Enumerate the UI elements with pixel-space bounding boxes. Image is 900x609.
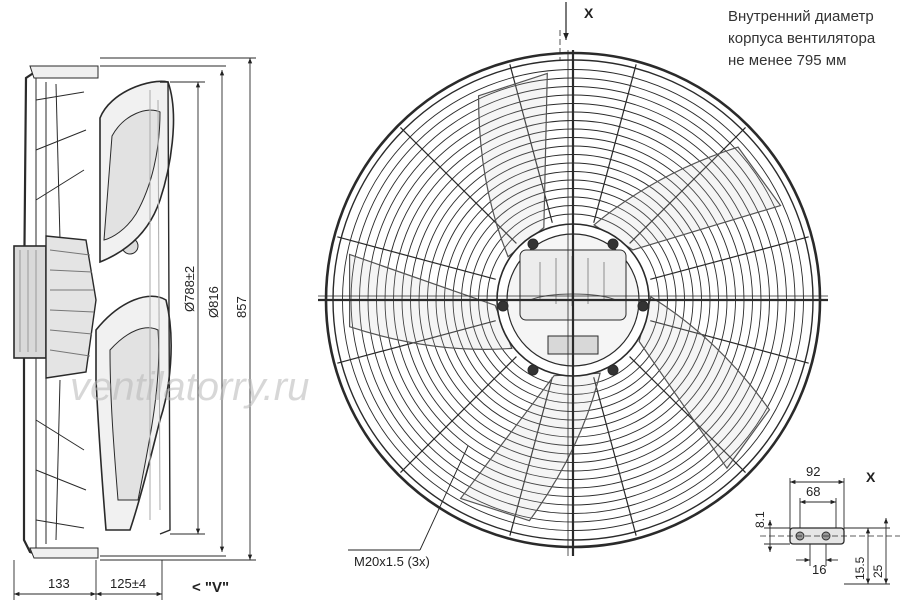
hub-bolt	[607, 238, 619, 250]
dim-133: 133	[48, 576, 70, 591]
note-line-2: корпуса вентилятора	[728, 30, 876, 47]
impeller-blade	[348, 253, 513, 350]
hub-bolt	[607, 364, 619, 376]
dim-816: Ø816	[206, 286, 221, 318]
dim-68: 68	[806, 484, 820, 499]
hub-bolt	[527, 238, 539, 250]
guard-strut	[337, 236, 496, 280]
side-view	[13, 65, 175, 559]
guard-strut	[593, 64, 637, 223]
guard-struts	[337, 64, 809, 536]
impeller-blade	[477, 72, 548, 258]
guard-strut	[650, 236, 809, 280]
dim-25: 25	[871, 564, 885, 578]
view-v-label: < "V"	[192, 579, 229, 596]
guard-strut	[629, 356, 746, 473]
dim-857: 857	[234, 296, 249, 318]
dim-8-1: 8.1	[753, 511, 767, 528]
guard-strut	[337, 320, 496, 364]
hub-bolt	[637, 300, 649, 312]
view-x-label-detail: X	[866, 469, 876, 485]
guard-strut	[509, 64, 553, 223]
hub-bolt	[527, 364, 539, 376]
thread-label: M20x1.5 (3x)	[354, 554, 430, 569]
impeller-blade	[638, 295, 771, 470]
hub-bolt	[497, 300, 509, 312]
guard-strut	[593, 377, 637, 536]
watermark: ventilatorry.ru	[70, 365, 309, 409]
note-line-3: не менее 795 мм	[728, 52, 847, 69]
dim-788: Ø788±2	[182, 266, 197, 312]
note-line-1: Внутренний диаметр	[728, 8, 874, 25]
thread-leader	[419, 445, 469, 551]
front-view	[318, 30, 828, 556]
motor-rotor	[13, 245, 47, 359]
dim-15-5: 15.5	[853, 556, 867, 580]
detail-x	[760, 478, 900, 585]
motor-hub	[45, 235, 97, 379]
side-view-dimensions	[13, 57, 256, 600]
guard-strut	[400, 356, 517, 473]
housing-diameter-note: Внутренний диаметр корпуса вентилятора н…	[728, 6, 898, 72]
guard-strut	[509, 377, 553, 536]
guard-strut	[629, 127, 746, 244]
dim-16: 16	[812, 562, 826, 577]
impeller-blades	[348, 72, 782, 522]
impeller-blade	[593, 146, 782, 251]
dim-125: 125±4	[110, 576, 146, 591]
dim-92: 92	[806, 464, 820, 479]
impeller-blade	[459, 372, 601, 522]
view-x-label-top: X	[584, 5, 594, 21]
guard-strut	[650, 320, 809, 364]
